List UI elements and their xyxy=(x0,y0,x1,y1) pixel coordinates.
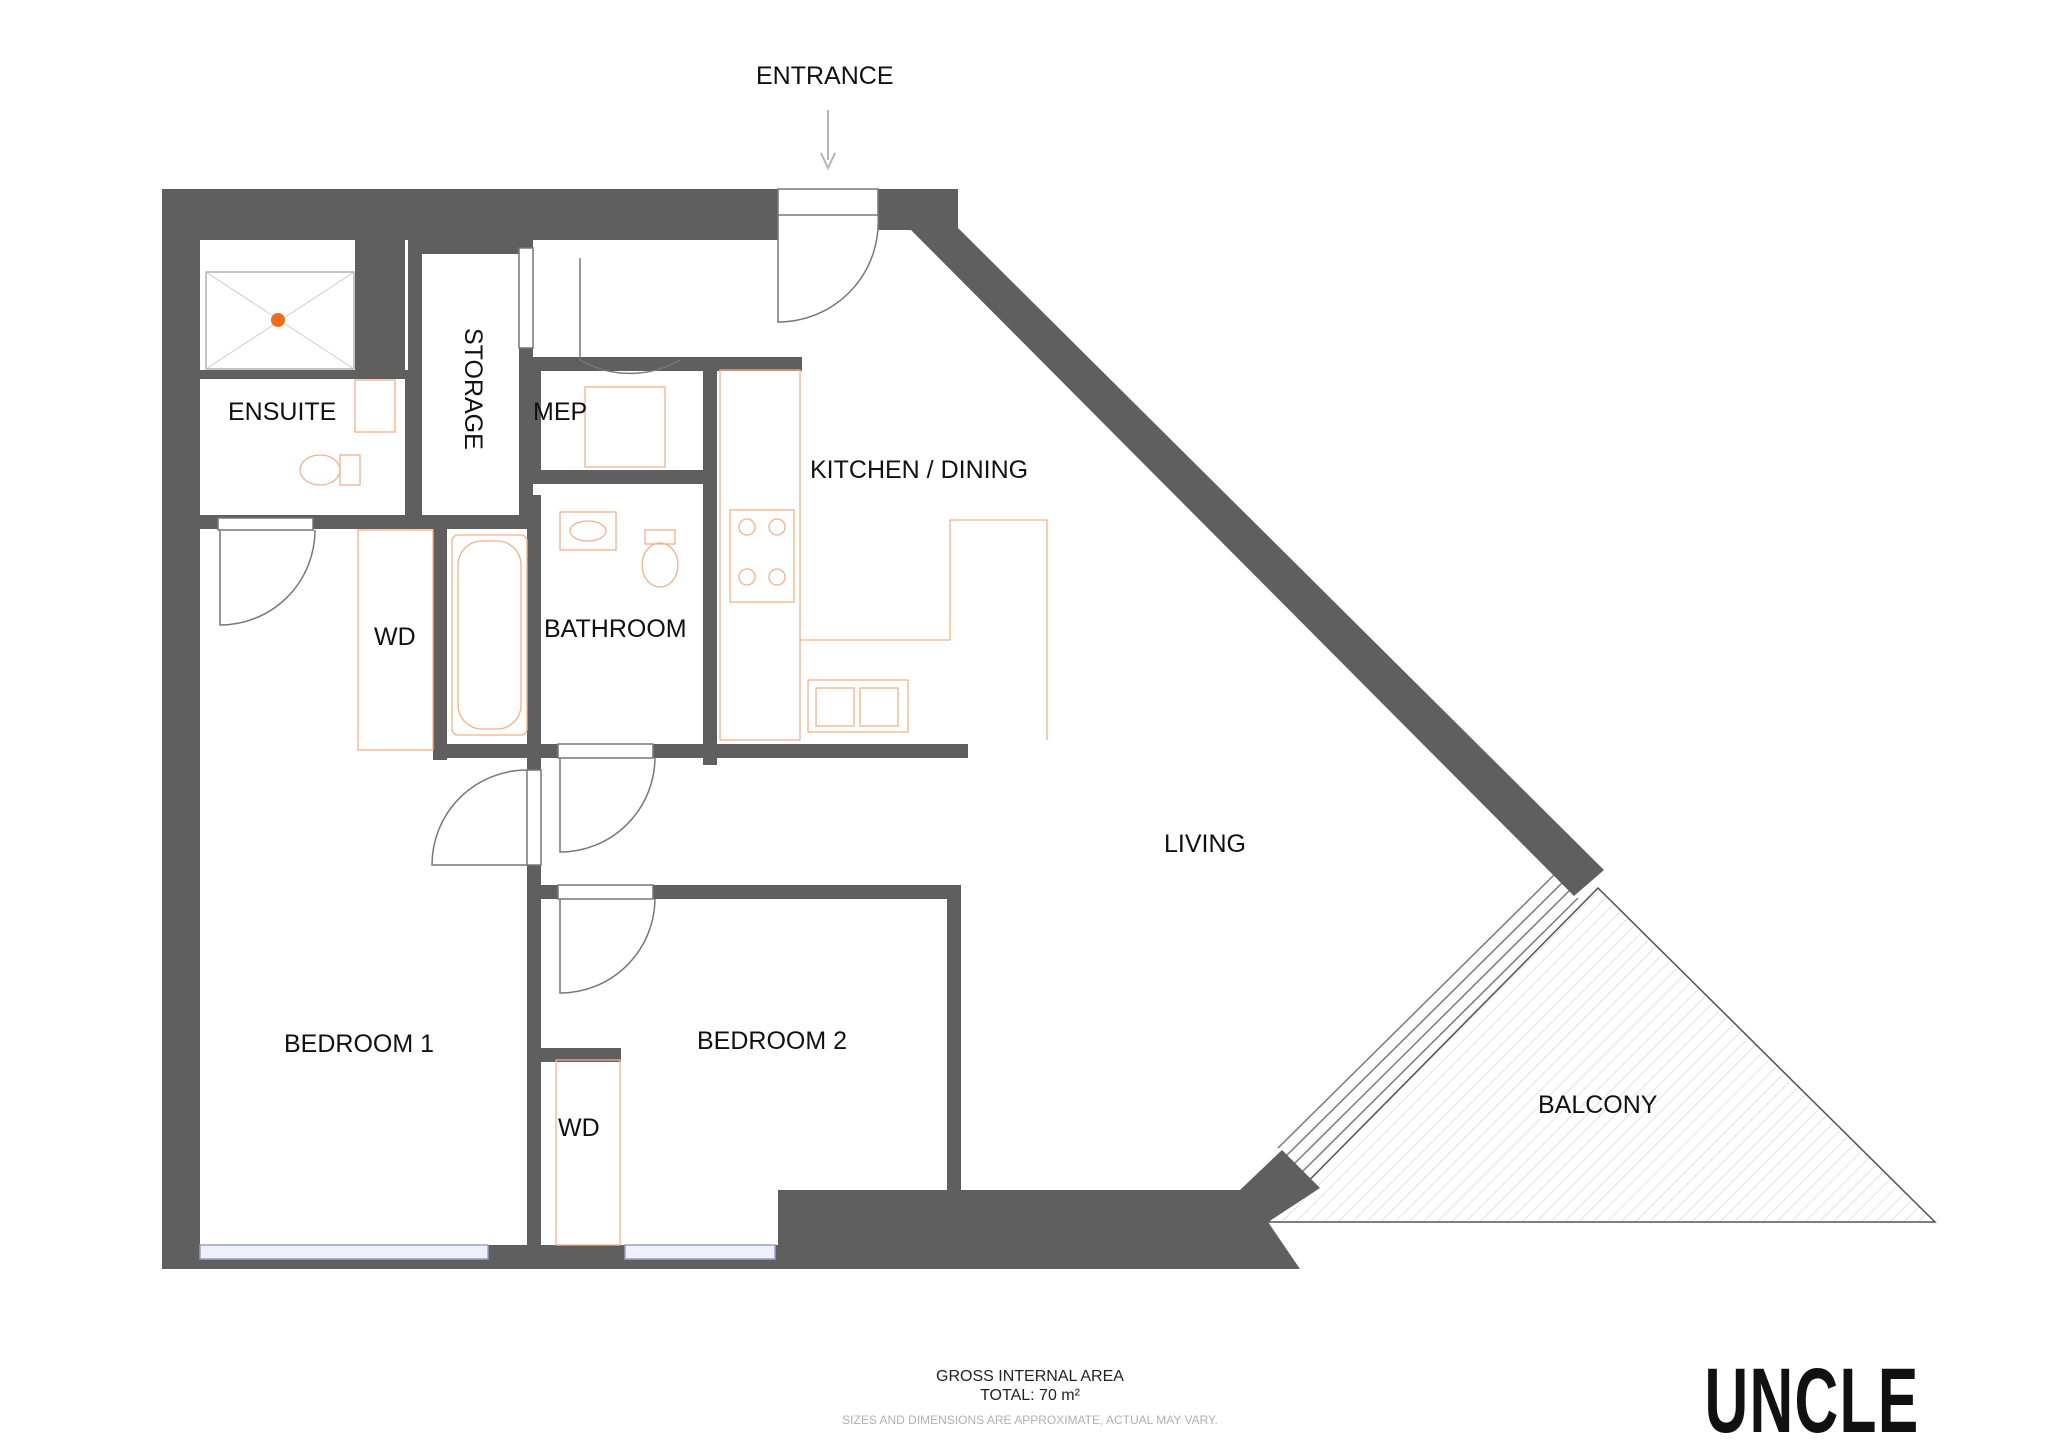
kitchen-dining-label: KITCHEN / DINING xyxy=(810,456,1028,484)
wd-label-1: WD xyxy=(374,623,416,651)
uncle-logo: UNCLE xyxy=(1705,1350,1920,1448)
gross-area-total: TOTAL: 70 m² xyxy=(980,1387,1081,1404)
wd-label-2: WD xyxy=(558,1114,600,1142)
doors xyxy=(217,188,879,994)
bathroom-label: BATHROOM xyxy=(544,615,687,643)
entrance-arrow-icon xyxy=(820,110,836,171)
bathroom-fixtures xyxy=(451,511,679,736)
storage-label: STORAGE xyxy=(459,328,487,450)
balcony-sliding-door xyxy=(1277,873,1579,1173)
gross-area-title: GROSS INTERNAL AREA xyxy=(936,1368,1124,1385)
walls xyxy=(162,189,1604,1269)
windows xyxy=(199,1244,776,1260)
balcony xyxy=(1266,886,1937,1223)
living-label: LIVING xyxy=(1164,830,1246,858)
disclaimer: SIZES AND DIMENSIONS ARE APPROXIMATE, AC… xyxy=(842,1413,1218,1427)
ensuite-label: ENSUITE xyxy=(228,398,336,426)
entrance-label: ENTRANCE xyxy=(756,62,894,90)
wardrobe-fixtures xyxy=(357,529,621,1246)
bedroom-1-label: BEDROOM 1 xyxy=(284,1030,434,1058)
balcony-label: BALCONY xyxy=(1538,1091,1658,1119)
mep-fixtures xyxy=(584,386,666,468)
bedroom-2-label: BEDROOM 2 xyxy=(697,1027,847,1055)
mep-label: MEP xyxy=(533,398,587,426)
kitchen-fixtures xyxy=(719,369,1048,741)
drain-marker-icon xyxy=(271,313,285,327)
ensuite-fixtures xyxy=(205,271,396,486)
